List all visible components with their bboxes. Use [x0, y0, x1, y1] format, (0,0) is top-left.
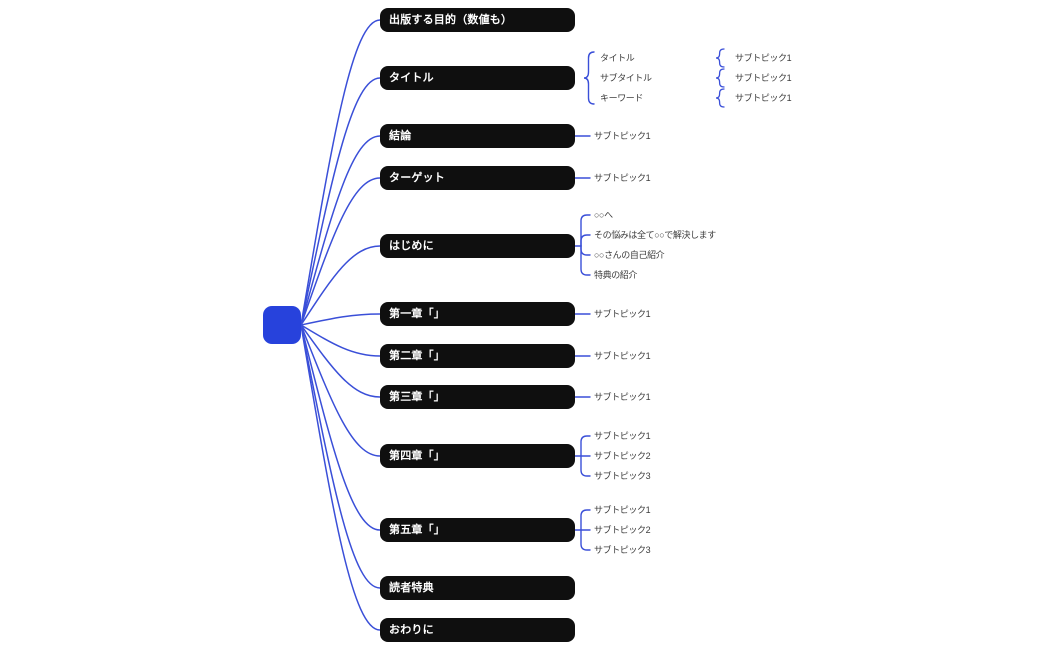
branch-node[interactable]: 第四章「」: [380, 444, 575, 468]
branch-node[interactable]: 結論: [380, 124, 575, 148]
subtopic-label[interactable]: サブトピック1: [594, 309, 651, 319]
subtopic-label[interactable]: ○○へ: [594, 210, 613, 220]
root-branch-curve: [300, 135, 381, 326]
elbow-connector: [580, 455, 591, 477]
root-branch-curve: [300, 324, 381, 589]
subtopic-label[interactable]: サブトピック1: [735, 93, 792, 103]
subtopic-label[interactable]: サブトピック3: [594, 471, 651, 481]
subtopic-label[interactable]: サブトピック1: [594, 431, 651, 441]
subtopic-label[interactable]: サブトピック2: [594, 451, 651, 461]
branch-node[interactable]: 第五章「」: [380, 518, 575, 542]
subtopic-label[interactable]: タイトル: [600, 53, 635, 63]
branch-node[interactable]: 出版する目的（数値も）: [380, 8, 575, 32]
subtopic-label[interactable]: サブタイトル: [600, 73, 652, 83]
branch-node[interactable]: 第二章「」: [380, 344, 575, 368]
subtopic-label[interactable]: その悩みは全て○○で解決します: [594, 230, 716, 240]
root-branch-curve: [300, 324, 381, 531]
subtopic-label[interactable]: サブトピック1: [735, 73, 792, 83]
root-branch-curve: [300, 313, 381, 326]
branch-node[interactable]: 第一章「」: [380, 302, 575, 326]
subtopic-label[interactable]: 特典の紹介: [594, 270, 638, 280]
branch-node[interactable]: タイトル: [380, 66, 575, 90]
subtopic-label[interactable]: サブトピック1: [594, 392, 651, 402]
elbow-connector: [580, 245, 591, 276]
subtopic-label[interactable]: サブトピック3: [594, 545, 651, 555]
subtopic-label[interactable]: サブトピック1: [594, 505, 651, 515]
subtopic-label[interactable]: サブトピック1: [594, 351, 651, 361]
brace-connector: [715, 88, 725, 108]
brace-connector: [715, 48, 725, 68]
branch-node[interactable]: はじめに: [380, 234, 575, 258]
root-node[interactable]: [263, 306, 301, 344]
branch-node[interactable]: 読者特典: [380, 576, 575, 600]
branch-node[interactable]: おわりに: [380, 618, 575, 642]
elbow-connector: [580, 529, 591, 551]
root-branch-curve: [300, 177, 381, 326]
root-branch-curve: [300, 324, 381, 457]
subtopic-label[interactable]: キーワード: [600, 93, 644, 103]
elbow-connector: [580, 435, 591, 457]
elbow-connector: [580, 214, 591, 247]
root-branch-curve: [300, 77, 381, 326]
branch-node[interactable]: ターゲット: [380, 166, 575, 190]
subtopic-label[interactable]: サブトピック1: [594, 173, 651, 183]
subtopic-label[interactable]: サブトピック2: [594, 525, 651, 535]
root-branch-curve: [300, 324, 381, 398]
elbow-connector: [580, 234, 591, 247]
root-branch-curve: [300, 324, 381, 631]
elbow-connector: [580, 245, 591, 256]
root-branch-curve: [300, 19, 381, 326]
subtopic-label[interactable]: ○○さんの自己紹介: [594, 250, 665, 260]
brace-connector: [583, 51, 595, 105]
subtopic-label[interactable]: サブトピック1: [594, 131, 651, 141]
brace-connector: [715, 68, 725, 88]
root-branch-curve: [300, 324, 381, 357]
branch-node[interactable]: 第三章「」: [380, 385, 575, 409]
elbow-connector: [580, 509, 591, 531]
root-branch-curve: [300, 245, 381, 326]
subtopic-label[interactable]: サブトピック1: [735, 53, 792, 63]
